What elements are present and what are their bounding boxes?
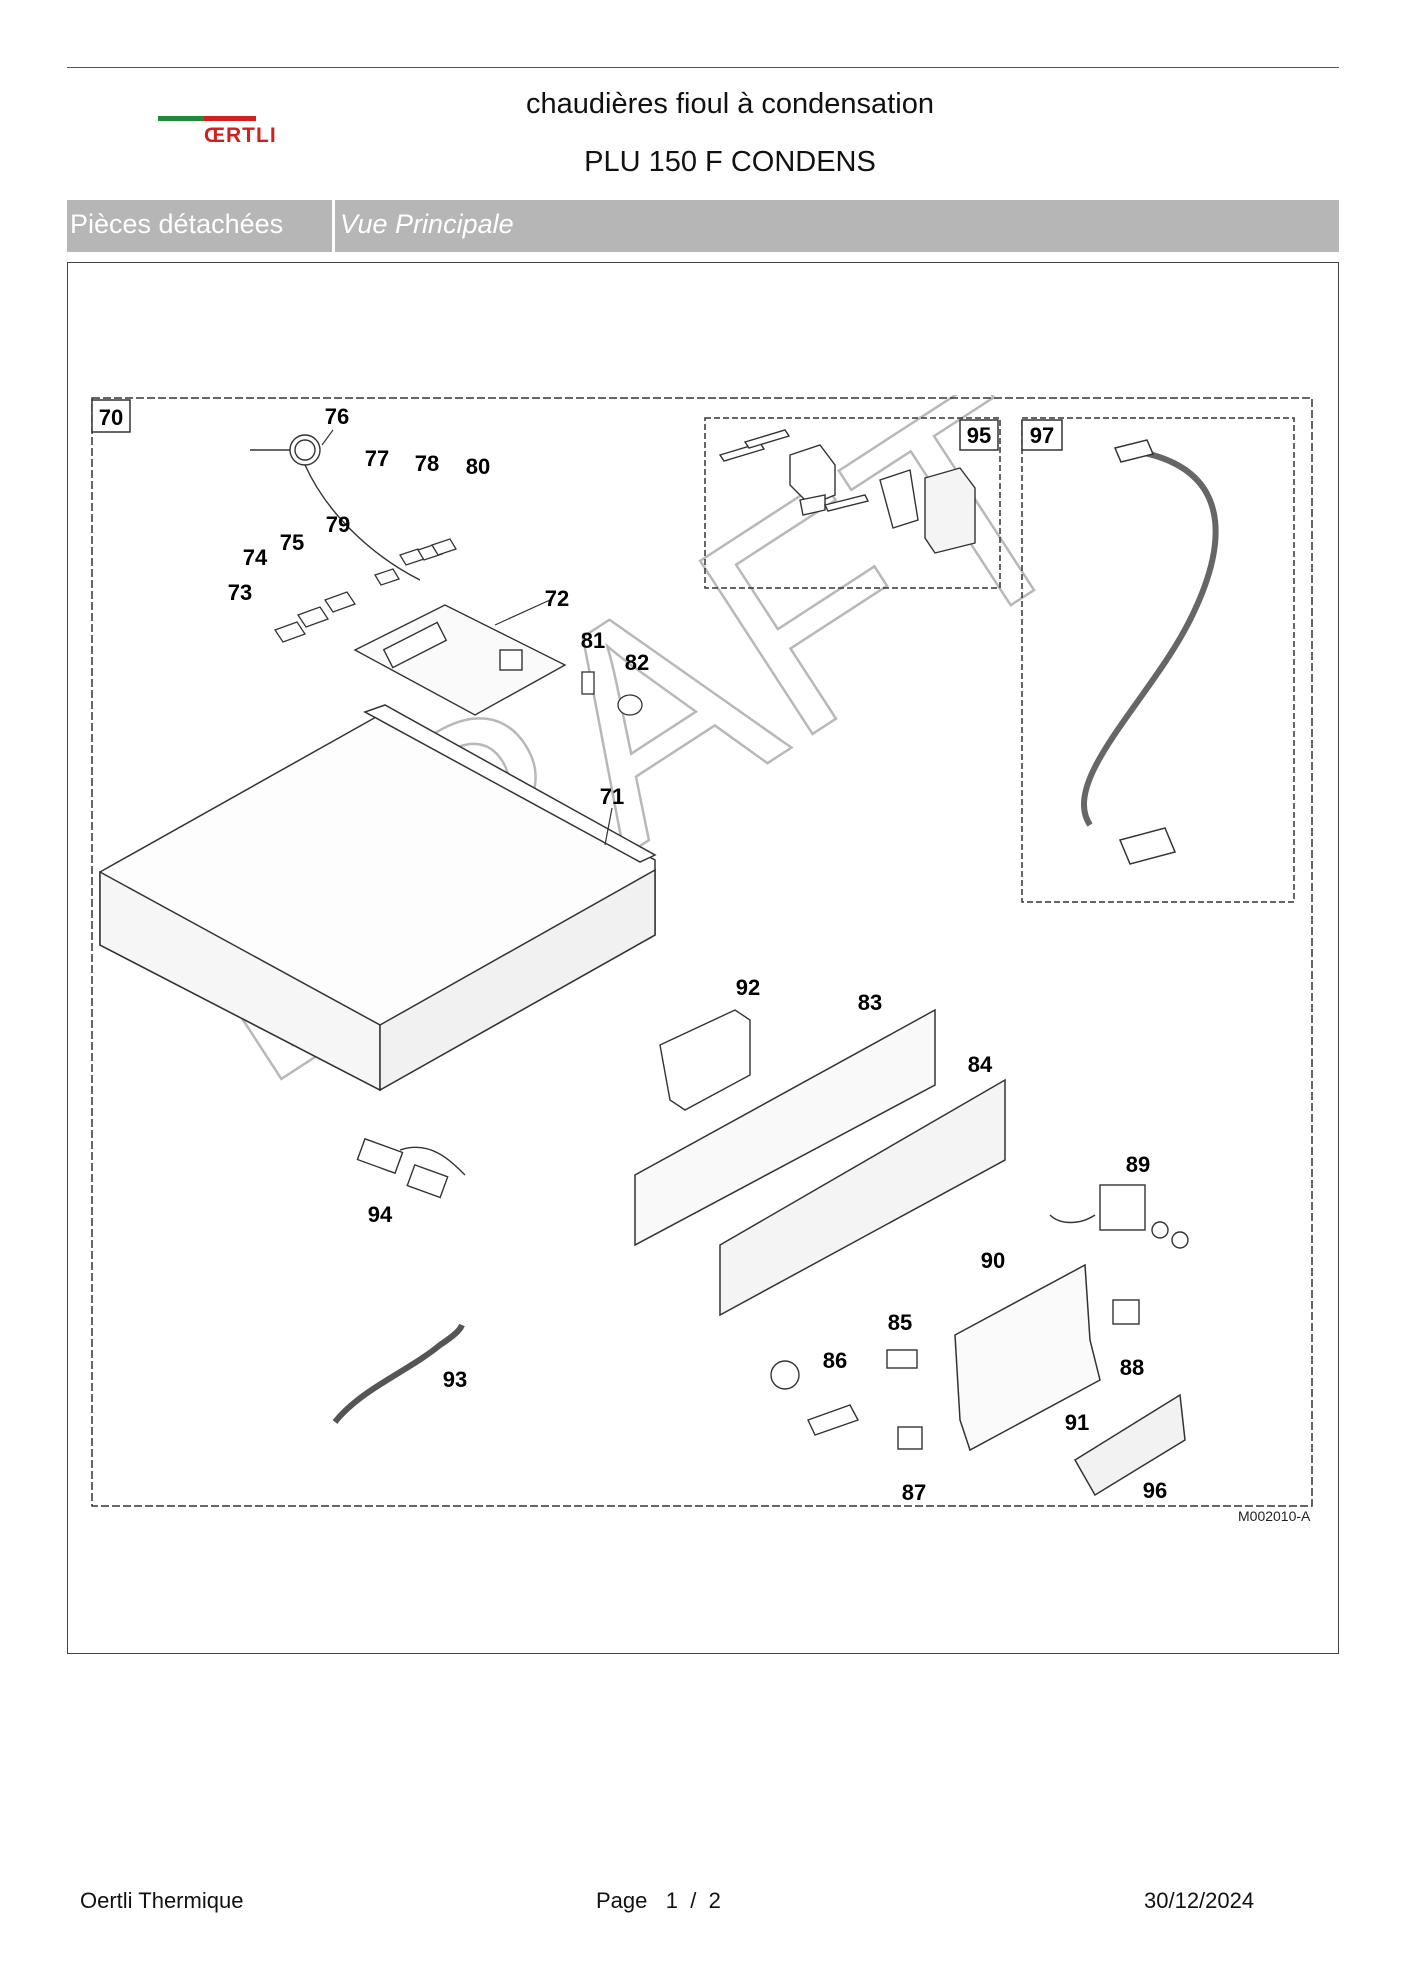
label-84: 84	[968, 1052, 993, 1077]
label-86: 86	[823, 1348, 847, 1373]
footer-page-number: Page 1 / 2	[596, 1888, 721, 1914]
label-95: 95	[967, 423, 991, 448]
label-box-95	[959, 419, 999, 451]
label-83: 83	[858, 990, 882, 1015]
page-total: 2	[708, 1888, 721, 1913]
part-86-sensor	[770, 1360, 860, 1436]
label-90: 90	[981, 1248, 1005, 1273]
section-band: Pièces détachées Vue Principale	[67, 200, 1339, 252]
label-96: 96	[1143, 1478, 1167, 1503]
leader-76	[321, 429, 334, 446]
leader-71	[604, 807, 613, 846]
label-87: 87	[902, 1480, 926, 1505]
part-82-grommet	[617, 694, 643, 716]
label-70: 70	[99, 405, 123, 430]
label-93: 93	[443, 1367, 467, 1392]
label-94: 94	[368, 1202, 393, 1227]
part-90-controller	[954, 1263, 1101, 1452]
logo-red-bar	[204, 116, 256, 121]
drawing-frame	[67, 262, 1339, 1654]
section-cell	[67, 200, 335, 252]
part-83-control-panel	[634, 1008, 936, 1247]
section-label: Pièces détachées	[70, 209, 284, 239]
label-73: 73	[228, 580, 252, 605]
label-92: 92	[736, 975, 760, 1000]
label-71: 71	[600, 784, 624, 809]
page-separator: /	[690, 1888, 697, 1913]
part-87-switch	[897, 1426, 923, 1450]
label-80: 80	[466, 454, 490, 479]
label-78: 78	[415, 451, 439, 476]
part-96-cover	[1073, 1393, 1186, 1497]
label-81: 81	[581, 628, 605, 653]
label-97: 97	[1030, 423, 1054, 448]
part-72-circuit-board	[353, 604, 567, 716]
kit-97-border	[1021, 417, 1295, 903]
label-76: 76	[325, 404, 349, 429]
label-75: 75	[280, 530, 304, 555]
document-subtitle: chaudières fioul à condensation	[526, 88, 934, 120]
footer-company: Oertli Thermique	[80, 1888, 244, 1913]
label-box-97	[1021, 419, 1063, 451]
label-72: 72	[545, 586, 569, 611]
logo-green-bar	[158, 116, 204, 121]
part-94-harness	[356, 1137, 466, 1199]
label-74: 74	[243, 545, 268, 570]
label-91: 91	[1065, 1410, 1089, 1435]
drawing-reference: M002010-A	[1238, 1508, 1311, 1524]
part-93-cable	[332, 1323, 465, 1424]
part-85-fuse-holder	[886, 1349, 918, 1369]
part-95-fixing-kit	[718, 429, 976, 554]
part-88-switch	[1112, 1299, 1140, 1325]
footer-date: 30/12/2024	[1144, 1888, 1255, 1913]
page-label: Page	[596, 1888, 648, 1913]
part-76-temperature-sensor	[250, 434, 421, 581]
label-85: 85	[888, 1310, 912, 1335]
exploded-view-drawing: DRAFT 70 95 97 71 72	[91, 395, 1313, 1507]
connector-parts	[274, 538, 457, 643]
part-92-bracket	[659, 1009, 751, 1111]
part-81-clip	[581, 671, 595, 695]
draft-watermark: DRAFT	[113, 395, 1135, 1146]
assembly-70-border	[91, 397, 1313, 1507]
page-current: 1	[665, 1888, 678, 1913]
logo-wordmark: ŒRTLI	[204, 124, 277, 147]
kit-95-border	[704, 417, 1001, 589]
label-77: 77	[365, 446, 389, 471]
label-88: 88	[1120, 1355, 1144, 1380]
label-box-70	[91, 399, 131, 433]
label-79: 79	[326, 512, 350, 537]
brand-logo: ŒRTLI	[158, 114, 306, 154]
label-89: 89	[1126, 1152, 1150, 1177]
leader-72	[494, 599, 551, 626]
label-82: 82	[625, 650, 649, 675]
part-71-chassis	[99, 704, 657, 1092]
top-rule	[67, 67, 1339, 68]
document-title: PLU 150 F CONDENS	[584, 146, 876, 178]
part-89-thermostat	[1049, 1184, 1189, 1249]
part-84-facia	[719, 1078, 1006, 1317]
part-97-cable-harness	[1081, 439, 1219, 865]
view-label: Vue Principale	[340, 209, 514, 239]
